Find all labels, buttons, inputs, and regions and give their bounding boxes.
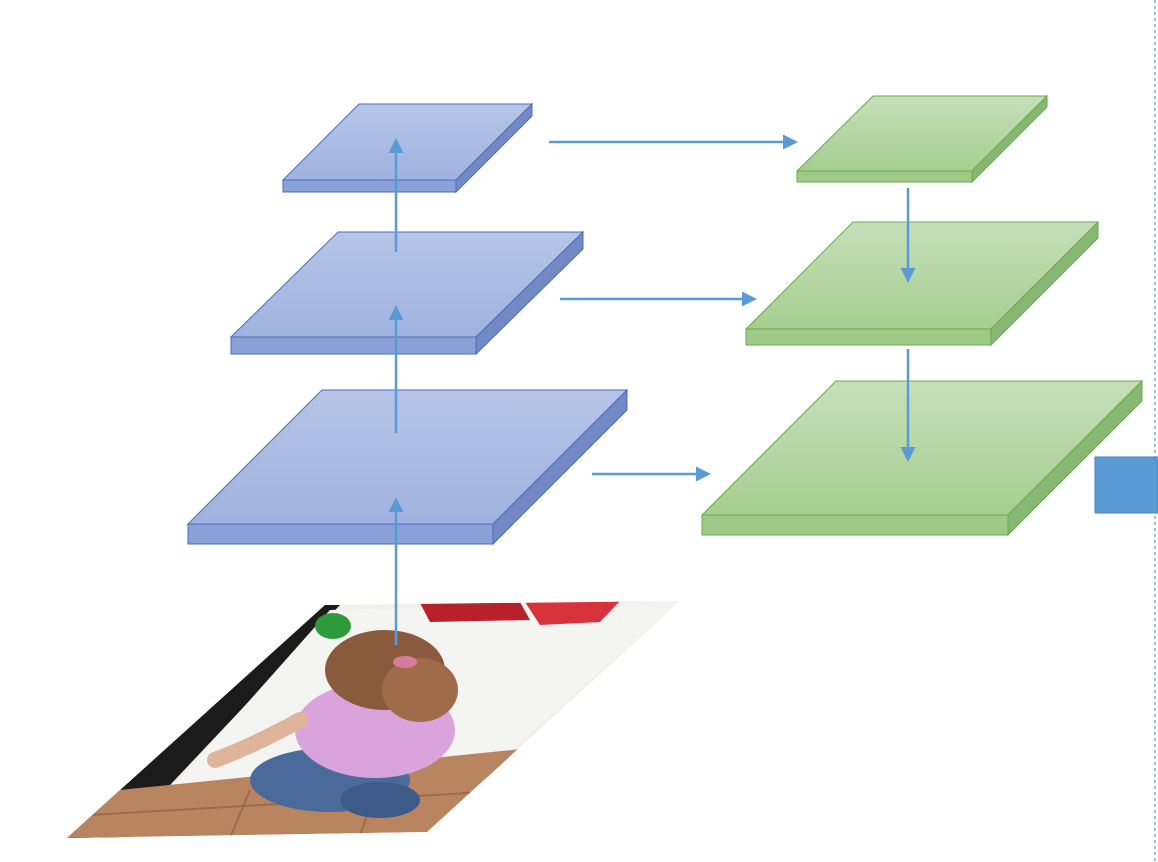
top-down-layer-1 bbox=[795, 94, 1049, 184]
input-photo bbox=[67, 601, 680, 838]
bottom-up-layer-1 bbox=[186, 388, 629, 546]
bottom-up-layer-2 bbox=[229, 230, 585, 356]
top-down-layer-2 bbox=[744, 220, 1100, 347]
top-down-layer-3 bbox=[700, 379, 1144, 537]
bottom-up-layer-3 bbox=[281, 102, 534, 194]
side-block bbox=[1094, 456, 1158, 514]
